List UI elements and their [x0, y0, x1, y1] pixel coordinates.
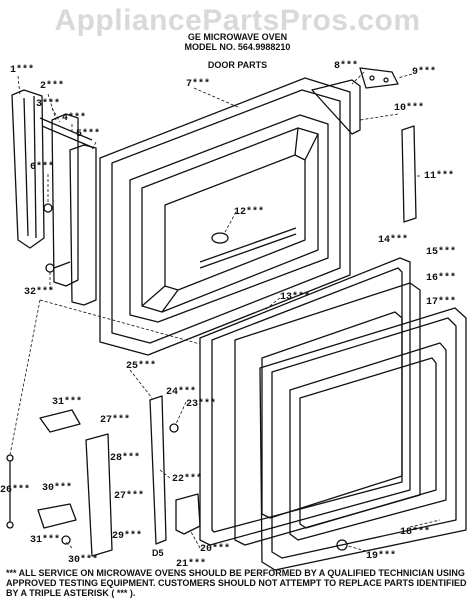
service-notice: *** ALL SERVICE ON MICROWAVE OVENS SHOUL…: [6, 568, 467, 598]
label-part-9: 9***: [412, 67, 437, 78]
hinge-part-9: [359, 67, 399, 89]
label-part-26: 26***: [0, 485, 31, 496]
label-part-16: 16***: [426, 273, 457, 284]
door-frame-part-7: [99, 77, 351, 356]
rail-part-5: [69, 144, 97, 306]
label-part-20: 20***: [200, 544, 231, 555]
label-part-22: 22***: [172, 474, 203, 485]
label-part-7: 7***: [186, 79, 211, 90]
screw-part-32: [45, 263, 55, 273]
label-part-28: 28***: [110, 453, 141, 464]
diagram-code: D5: [152, 548, 164, 558]
screw-part-6: [43, 203, 53, 213]
label-part-27a: 27***: [100, 415, 131, 426]
label-part-13: 13***: [280, 292, 311, 303]
window-frame-part-18: [259, 307, 467, 571]
handle-part-1: [11, 89, 45, 249]
label-part-21: 21***: [176, 559, 207, 570]
rail-part-4: [51, 113, 79, 287]
bar-part-11: [401, 125, 417, 223]
label-part-8: 8***: [334, 61, 359, 72]
latch-part-31b: [37, 503, 77, 529]
header-model: MODEL NO. 564.9988210: [184, 42, 291, 52]
label-part-10: 10***: [394, 103, 425, 114]
latch-part-29: [85, 433, 113, 557]
choke-part-10: [311, 79, 361, 135]
label-part-30a: 30***: [42, 483, 73, 494]
label-part-32: 32***: [24, 287, 55, 298]
label-part-14: 14***: [378, 235, 409, 246]
label-part-25: 25***: [126, 361, 157, 372]
label-part-29: 29***: [112, 531, 143, 542]
label-part-3: 3***: [36, 99, 61, 110]
label-part-31a: 31***: [52, 397, 83, 408]
knob-part-12: [211, 232, 229, 244]
screen-part-15: [234, 282, 421, 546]
latch-part-31: [39, 409, 81, 433]
label-part-18: 18***: [400, 527, 431, 538]
section-title: DOOR PARTS: [207, 60, 268, 70]
label-part-27b: 27***: [114, 491, 145, 502]
label-part-19: 19***: [366, 551, 397, 562]
label-part-30b: 30***: [68, 555, 99, 566]
label-part-5: 5***: [76, 129, 101, 140]
label-part-12: 12***: [234, 207, 265, 218]
latch-part-22: [149, 395, 167, 545]
screw-part-19: [336, 539, 348, 551]
label-part-6: 6***: [30, 162, 55, 173]
label-part-15: 15***: [426, 247, 457, 258]
header-title: GE MICROWAVE OVEN: [187, 32, 288, 42]
label-part-4: 4***: [62, 113, 87, 124]
screw-part-30: [61, 535, 71, 545]
label-part-2: 2***: [40, 81, 65, 92]
label-part-31b: 31***: [30, 535, 61, 546]
label-part-11: 11***: [424, 171, 455, 182]
label-part-23: 23***: [186, 399, 217, 410]
inner-door-part-14: [199, 257, 411, 546]
label-part-1: 1***: [10, 65, 35, 76]
spring-part-23: [169, 423, 179, 433]
watermark: AppliancePartsPros.com: [54, 4, 421, 37]
hinge-part-20: [175, 493, 201, 535]
label-part-17: 17***: [426, 297, 457, 308]
label-part-24: 24***: [166, 387, 197, 398]
